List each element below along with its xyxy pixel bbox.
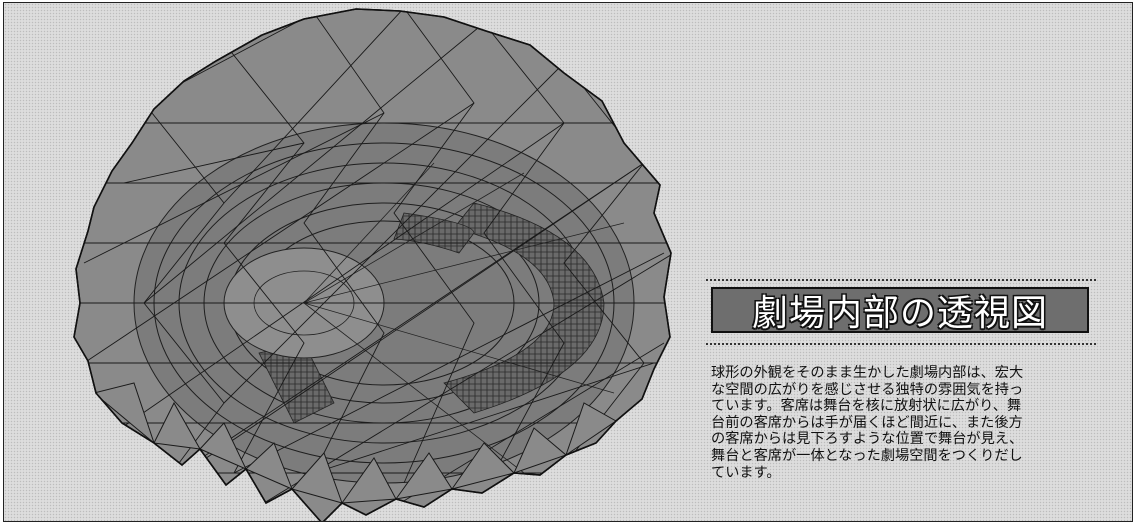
dome-interior	[74, 9, 671, 514]
rim-segments	[92, 382, 617, 504]
description-line: 球形の外観をそのまま生かした劇場内部は、宏大	[711, 365, 1024, 381]
description-line: 台前の客席からは手が届くほど間近に、また後方	[711, 414, 1023, 431]
description-line: の客席からは見下ろすような位置で舞台が見え、	[711, 431, 1024, 448]
title-box: 劇場内部の透視図	[711, 287, 1089, 334]
geodesic-frame	[74, 9, 671, 514]
title-block: 劇場内部の透視図	[706, 279, 1096, 345]
bottom-dotted-rule	[706, 343, 1096, 345]
description-paragraph: 球形の外観をそのまま生かした劇場内部は、宏大 な空間の広がりを感じさせる独特の雰…	[711, 365, 1099, 481]
dome-outline	[73, 8, 672, 521]
top-dotted-rule	[706, 279, 1096, 281]
description-line: な空間の広がりを感じさせる独特の雰囲気を持っ	[711, 381, 1024, 398]
theater-perspective-illustration	[73, 8, 672, 521]
description-line: 舞台と客席が一体となった劇場空間をつくりだし	[711, 447, 1023, 464]
page: 劇場内部の透視図 球形の外観をそのまま生かした劇場内部は、宏大 な空間の広がりを…	[3, 2, 1133, 522]
seating-block-right	[443, 202, 605, 414]
page-title: 劇場内部の透視図	[751, 293, 1048, 334]
description-line: ています。客席は舞台を核に放射状に広がり、舞	[711, 398, 1022, 415]
description-line: ています。	[711, 464, 781, 481]
